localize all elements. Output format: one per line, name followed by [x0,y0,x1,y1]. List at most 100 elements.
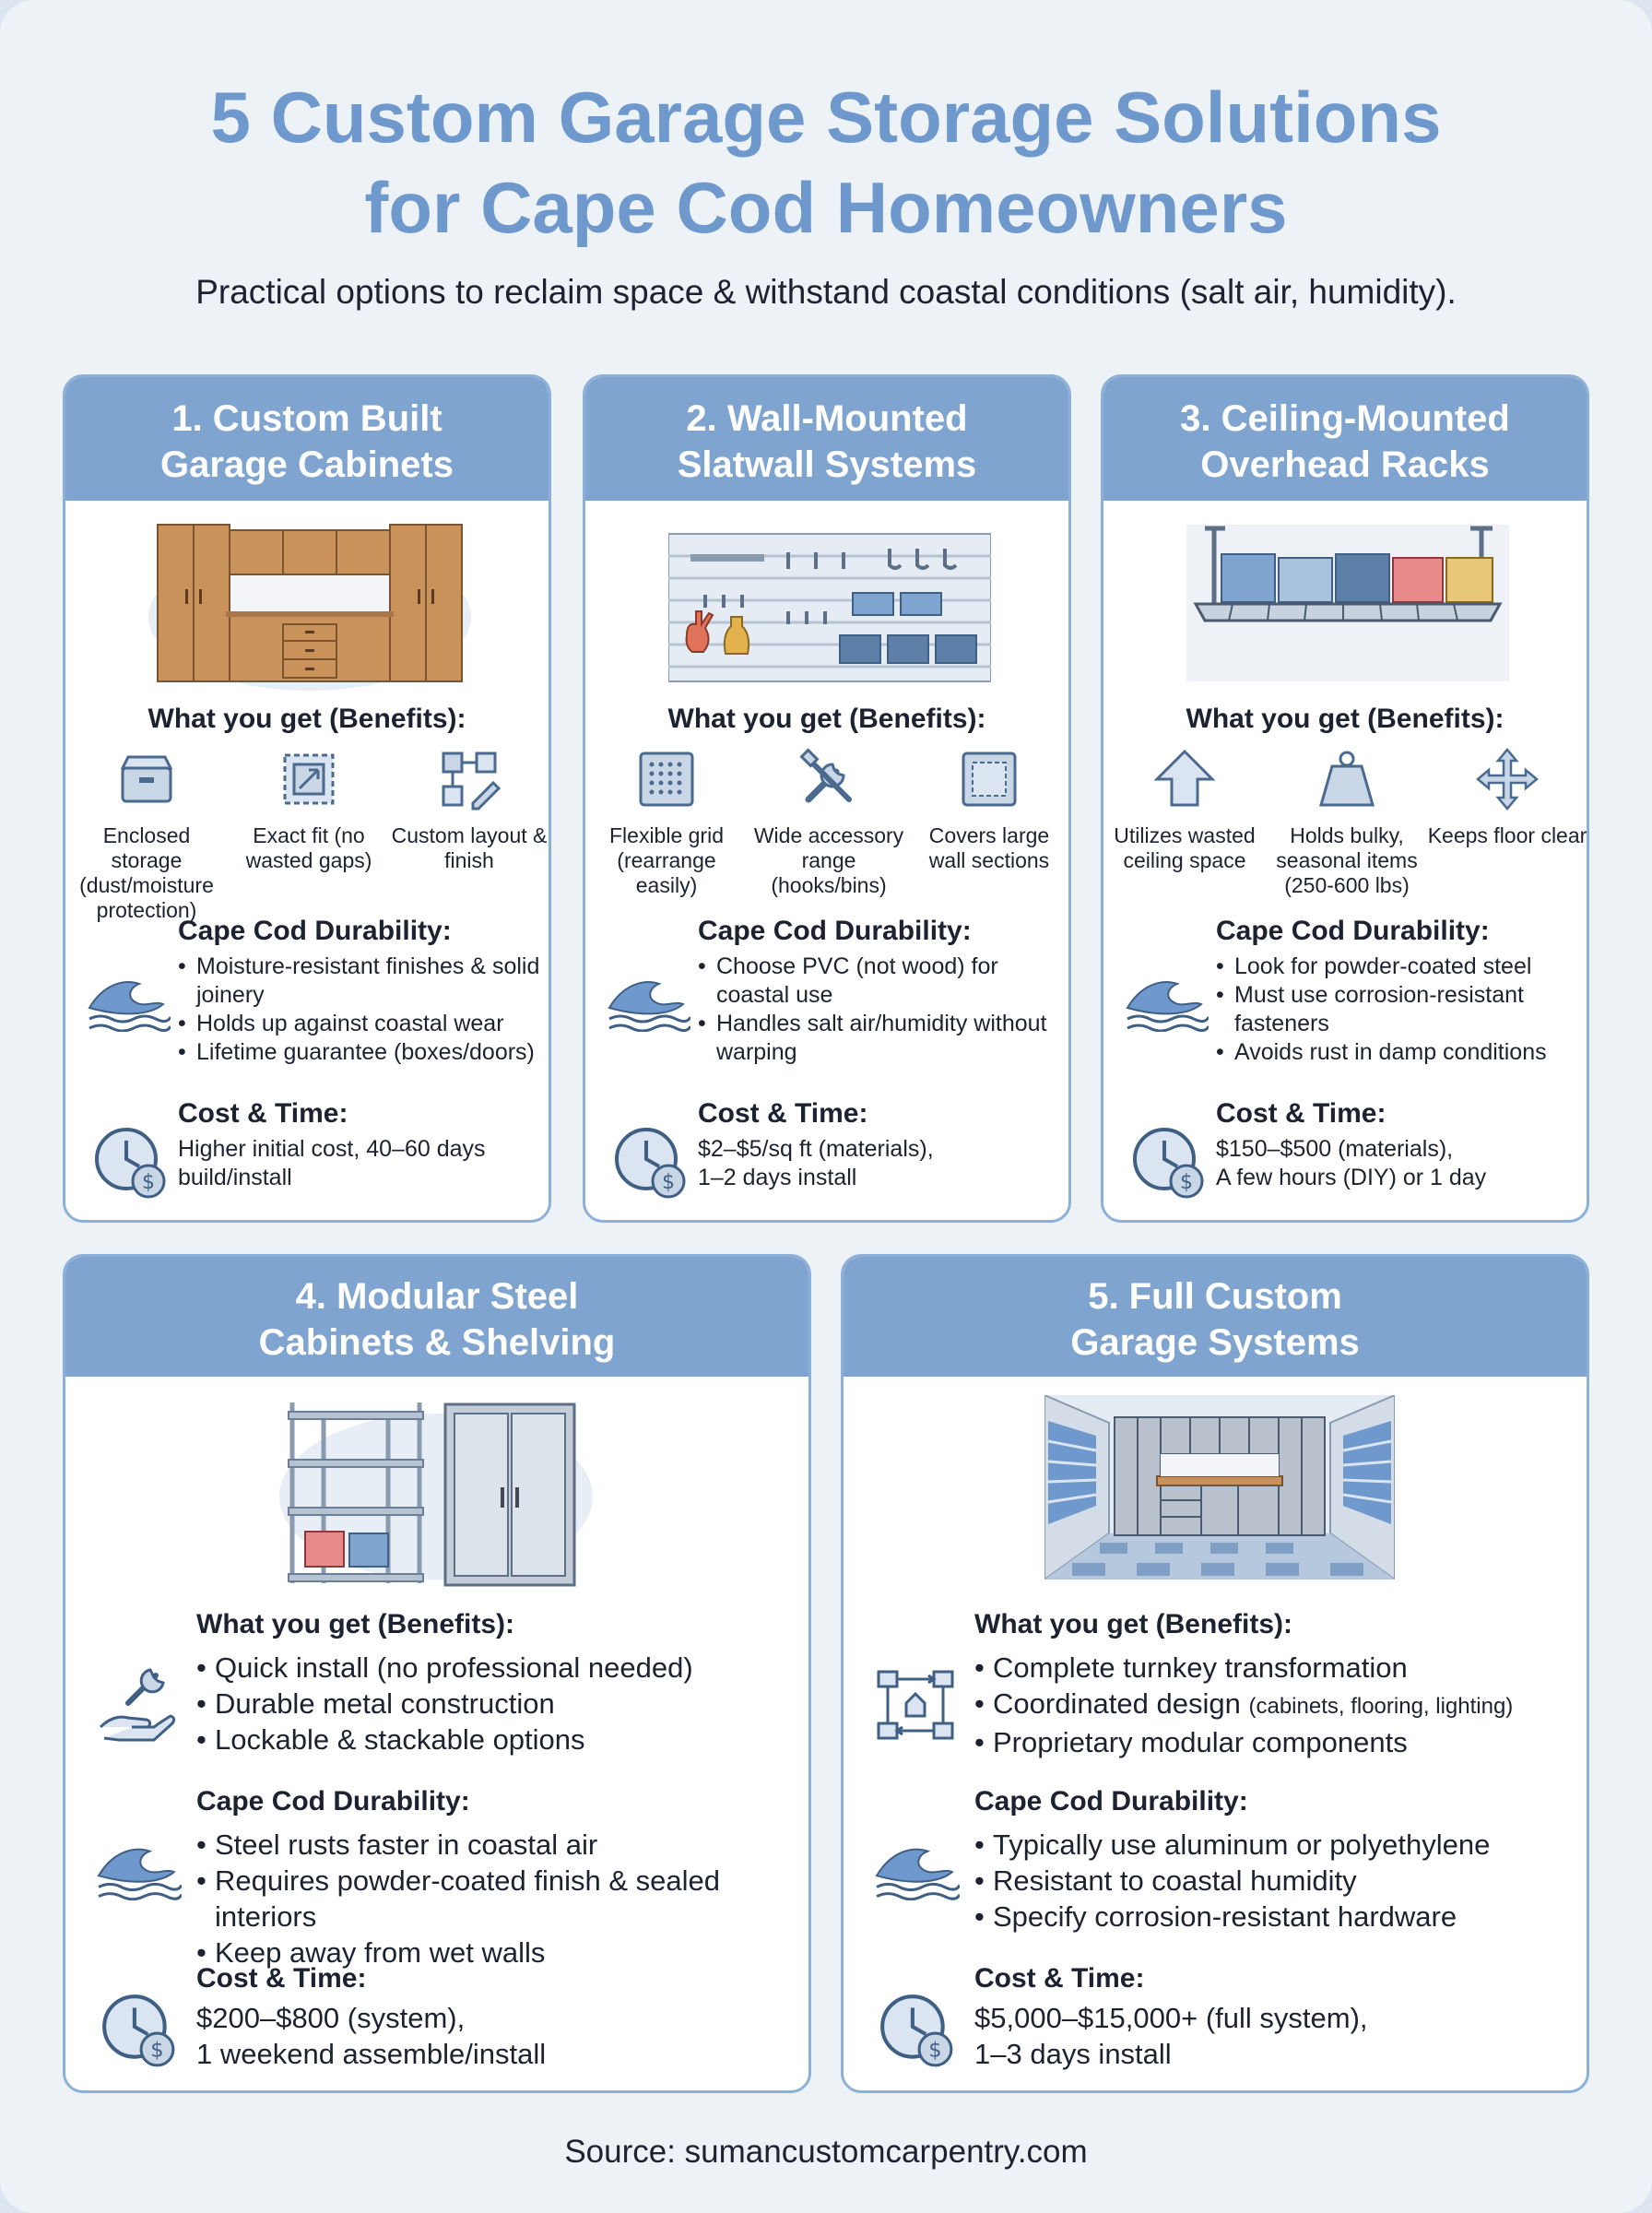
svg-text:$: $ [662,1171,675,1194]
durability-list: Look for powder-coated steel Must use co… [1216,953,1585,1067]
cost-text: $2–$5/sq ft (materials), 1–2 days instal… [698,1135,1057,1192]
durability-item: Specify corrosion-resistant hardware [974,1899,1583,1935]
durability-list: Choose PVC (not wood) for coastal use Ha… [698,953,1067,1067]
grid-icon [639,751,694,807]
cost-heading: Cost & Time: [196,1963,367,1994]
benefit-item: Wide accessory range (hooks/bins) [748,746,910,898]
slatwall-illustration [668,533,991,682]
benefit-item: Durable metal construction [196,1686,805,1722]
storage-box-icon [120,755,173,803]
tools-icon [799,748,852,803]
card-overhead-racks: 3. Ceiling-Mounted Overhead Racks What y… [1101,374,1589,1223]
benefit-note: (cabinets, flooring, lighting) [1248,1694,1514,1719]
cost-text: $200–$800 (system), 1 weekend assemble/i… [196,2000,786,2072]
card-header: 3. Ceiling-Mounted Overhead Racks [1103,377,1587,501]
wave-icon [1126,981,1209,1032]
durability-list: Moisture-resistant finishes & solid join… [178,953,547,1067]
benefit-item: Exact fit (no wasted gaps) [228,746,390,873]
benefit-item: Holds bulky, seasonal items (250-600 lbs… [1266,746,1428,898]
source-credit: Source: sumancustomcarpentry.com [564,2134,1088,2170]
page-subtitle: Practical options to reclaim space & wit… [195,273,1457,311]
durability-item: Handles salt air/humidity without warpin… [698,1010,1067,1067]
benefit-text: Coordinated design [993,1687,1241,1720]
card-title-line2: Overhead Racks [1200,444,1490,485]
custom-layout-icon [442,751,502,811]
full-garage-illustration [1044,1395,1395,1580]
clock-dollar-icon: $ [102,1994,175,2067]
durability-item: Avoids rust in damp conditions [1216,1038,1585,1067]
benefit-item: Keeps floor clear [1426,746,1587,848]
benefit-item: Covers large wall sections [908,746,1068,873]
cost-heading: Cost & Time: [974,1963,1145,1994]
weight-icon [1319,751,1375,807]
benefits-heading: What you get (Benefits): [1186,704,1504,734]
durability-item: Moisture-resistant finishes & solid join… [178,953,547,1010]
durability-heading: Cape Cod Durability: [1216,916,1490,946]
exact-fit-icon [283,753,335,805]
cost-line: $150–$500 (materials), [1216,1136,1454,1162]
svg-text:$: $ [1180,1171,1193,1194]
card-title-line2: Garage Systems [1070,1322,1360,1363]
cost-line: Higher initial cost, 40–60 days [178,1136,486,1162]
hand-wrench-icon [99,1668,176,1742]
benefits-heading: What you get (Benefits): [974,1609,1292,1639]
benefit-item: Quick install (no professional needed) [196,1650,805,1686]
benefits-heading: What you get (Benefits): [196,1609,514,1639]
cost-line: A few hours (DIY) or 1 day [1216,1165,1487,1190]
durability-list: Typically use aluminum or polyethylene R… [974,1827,1583,1935]
durability-item: Resistant to coastal humidity [974,1863,1583,1899]
svg-text:$: $ [150,2039,163,2063]
durability-item: Typically use aluminum or polyethylene [974,1827,1583,1863]
card-title-line2: Slatwall Systems [677,444,977,485]
wood-cabinets-illustration [148,524,471,691]
steel-shelving-illustration [279,1402,593,1587]
wave-icon [608,981,690,1032]
cost-line: 1 weekend assemble/install [196,2038,547,2070]
wall-panel-icon [962,751,1017,807]
benefit-text: Holds bulky, seasonal items (250-600 lbs… [1276,823,1418,897]
card-header: 4. Modular Steel Cabinets & Shelving [65,1257,808,1377]
benefit-item: Coordinated design (cabinets, flooring, … [974,1686,1583,1724]
benefit-item: Lockable & stackable options [196,1722,805,1757]
cost-line: 1–2 days install [698,1165,857,1190]
wave-icon [875,1848,960,1900]
benefit-item: Flexible grid (rearrange easily) [585,746,748,898]
card-title-line1: 3. Ceiling-Mounted [1180,398,1510,439]
overhead-rack-illustration [1186,525,1509,681]
durability-item: Keep away from wet walls [196,1935,805,1970]
svg-text:$: $ [142,1171,155,1194]
benefit-text: Utilizes wasted ceiling space [1114,823,1256,872]
page-title-line1: 5 Custom Garage Storage Solutions [210,77,1442,158]
durability-item: Steel rusts faster in coastal air [196,1827,805,1863]
cost-heading: Cost & Time: [698,1098,868,1129]
card-full-custom: 5. Full Custom Garage Systems [841,1254,1589,2093]
cost-heading: Cost & Time: [1216,1098,1386,1129]
benefit-text: Enclosed storage (dust/moisture protecti… [79,823,214,922]
benefit-text: Keeps floor clear [1427,823,1587,847]
card-title-line1: 4. Modular Steel [295,1276,579,1317]
benefit-text: Custom layout & finish [391,823,548,872]
benefit-item: Utilizes wasted ceiling space [1103,746,1266,873]
card-slatwall: 2. Wall-Mounted Slatwall Systems [583,374,1071,1223]
cost-line: build/install [178,1165,292,1190]
benefit-item: Custom layout & finish [388,746,549,873]
cost-line: $2–$5/sq ft (materials), [698,1136,934,1162]
card-header: 1. Custom Built Garage Cabinets [65,377,549,501]
benefit-text: Covers large wall sections [928,823,1050,872]
clock-dollar-icon: $ [615,1128,686,1199]
durability-heading: Cape Cod Durability: [196,1786,470,1817]
cost-line: $200–$800 (system), [196,2002,466,2034]
system-flow-icon [877,1670,954,1740]
durability-item: Look for powder-coated steel [1216,953,1585,981]
benefits-heading: What you get (Benefits): [148,704,466,734]
up-arrow-icon [1153,749,1216,807]
card-header: 5. Full Custom Garage Systems [844,1257,1587,1377]
card-title-line1: 2. Wall-Mounted [686,398,968,439]
durability-heading: Cape Cod Durability: [178,916,452,946]
benefit-text: Flexible grid (rearrange easily) [609,823,724,897]
card-title-line1: 1. Custom Built [171,398,442,439]
benefits-list: Complete turnkey transformation Coordina… [974,1650,1583,1760]
benefit-item: Complete turnkey transformation [974,1650,1583,1686]
clock-dollar-icon: $ [1133,1128,1204,1199]
